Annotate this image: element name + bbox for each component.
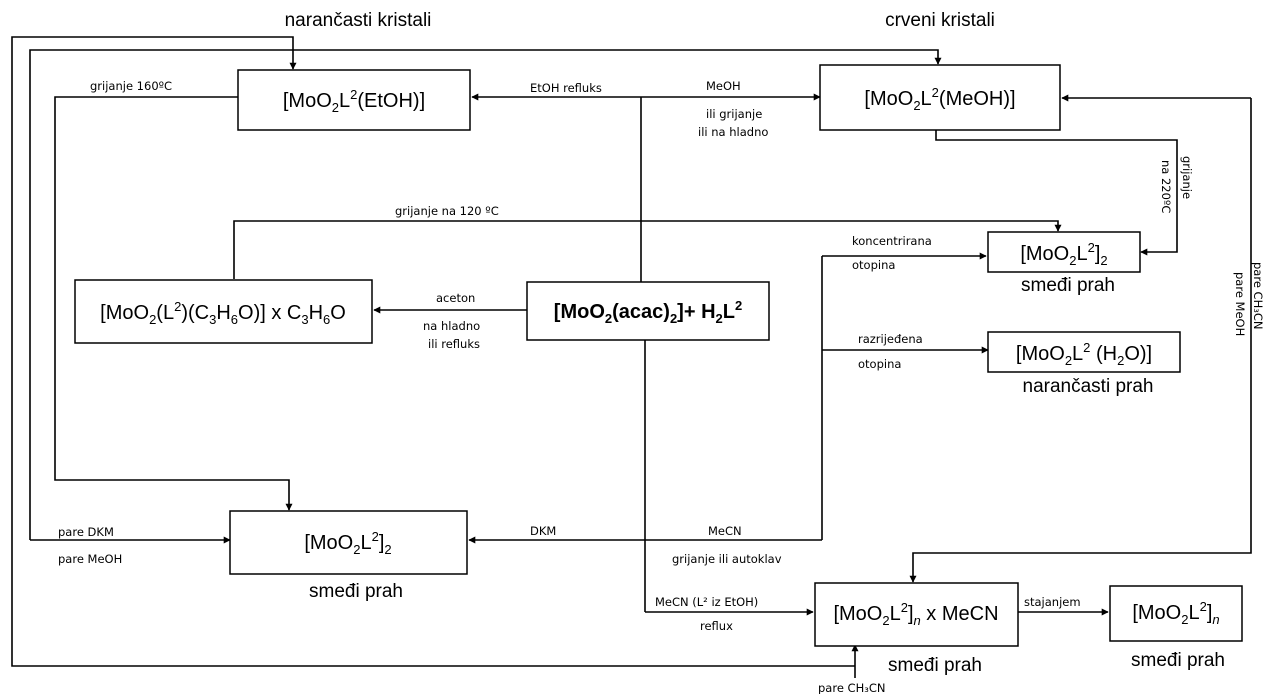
loop-to-methanol: [29, 49, 942, 540]
label-cold: na hladno: [423, 319, 480, 333]
caption-orange-crystals: narančasti kristali: [285, 10, 432, 31]
formula-methanol-solvate: [MoO2L2(MeOH)]: [864, 85, 1015, 113]
box-aqua: [987, 331, 1181, 373]
label-heating-220-b: na 220ºC: [1159, 160, 1173, 213]
label-concentrated-b: otopina: [852, 258, 895, 272]
label-heating-220-a: grijanje: [1180, 156, 1194, 199]
loop-top-to-ethanol: [11, 36, 855, 667]
box-polymer: [1109, 585, 1243, 642]
label-dkm: DKM: [530, 524, 556, 538]
formula-polymer: [MoO2L2]n: [1132, 599, 1219, 627]
label-heating-120: grijanje na 120 ºC: [395, 204, 499, 218]
label-mecn: MeCN: [708, 524, 742, 538]
box-polymer-mecn: [814, 582, 1019, 647]
caption-brown-powder-left: smeđi prah: [309, 581, 403, 602]
label-diluted-a: razrijeđena: [858, 332, 923, 346]
arrow-heating-120: [233, 220, 1062, 279]
label-or-cold: ili na hladno: [698, 125, 768, 139]
caption-orange-powder: narančasti prah: [1023, 376, 1154, 397]
label-mecn-from-etoh: MeCN (L² iz EtOH): [655, 595, 758, 609]
formula-aqua: [MoO2L2 (H2O)]: [1016, 340, 1152, 368]
label-vapors-meoh-left: pare MeOH: [58, 552, 122, 566]
formula-dimer-right: [MoO2L2]2: [1020, 240, 1107, 268]
formula-precursor: [MoO2(acac)2]+ H2L2: [554, 298, 742, 326]
label-vapors-ch3cn-bottom: pare CH₃CN: [818, 681, 885, 694]
box-ethanol-solvate: [237, 69, 471, 131]
box-dimer-left: [229, 510, 468, 575]
caption-brown-powder-right: smeđi prah: [1021, 275, 1115, 296]
arrow-heating-220: [935, 130, 1178, 256]
box-methanol-solvate: [819, 64, 1061, 131]
caption-brown-powder-polymer-mecn: smeđi prah: [888, 655, 982, 676]
label-vapors-meoh-right: pare MeOH: [1233, 272, 1247, 336]
label-etoh-reflux: EtOH refluks: [530, 81, 602, 95]
label-heating-autoclave: grijanje ili autoklav: [672, 552, 782, 566]
label-acetone: aceton: [436, 291, 475, 305]
label-reflux: reflux: [700, 619, 733, 633]
box-precursor: [526, 281, 770, 341]
box-acetone-solvate: [74, 279, 373, 344]
label-diluted-b: otopina: [858, 357, 901, 371]
label-concentrated-a: koncentrirana: [852, 234, 932, 248]
box-dimer-right: [987, 231, 1141, 273]
label-heating-160: grijanje 160ºC: [90, 79, 172, 93]
formula-acetone-solvate: [MoO2(L2)(C3H6O)] x C3H6O: [100, 299, 346, 327]
loop-right: [909, 98, 1252, 583]
label-or-heating: ili grijanje: [706, 107, 762, 121]
caption-red-crystals: crveni kristali: [885, 10, 995, 31]
formula-ethanol-solvate: [MoO2L2(EtOH)]: [283, 87, 425, 115]
label-or-reflux: ili refluks: [428, 337, 480, 351]
formula-polymer-mecn: [MoO2L2]n x MeCN: [833, 600, 998, 628]
label-standing: stajanjem: [1024, 595, 1081, 609]
label-vapors-dkm: pare DKM: [58, 525, 114, 539]
caption-brown-powder-polymer: smeđi prah: [1131, 650, 1225, 671]
arrow-heating-160: [54, 96, 293, 511]
label-vapors-ch3cn-right: pare CH₃CN: [1251, 262, 1265, 329]
formula-dimer-left: [MoO2L2]2: [304, 529, 391, 557]
label-meoh: MeOH: [706, 79, 741, 93]
